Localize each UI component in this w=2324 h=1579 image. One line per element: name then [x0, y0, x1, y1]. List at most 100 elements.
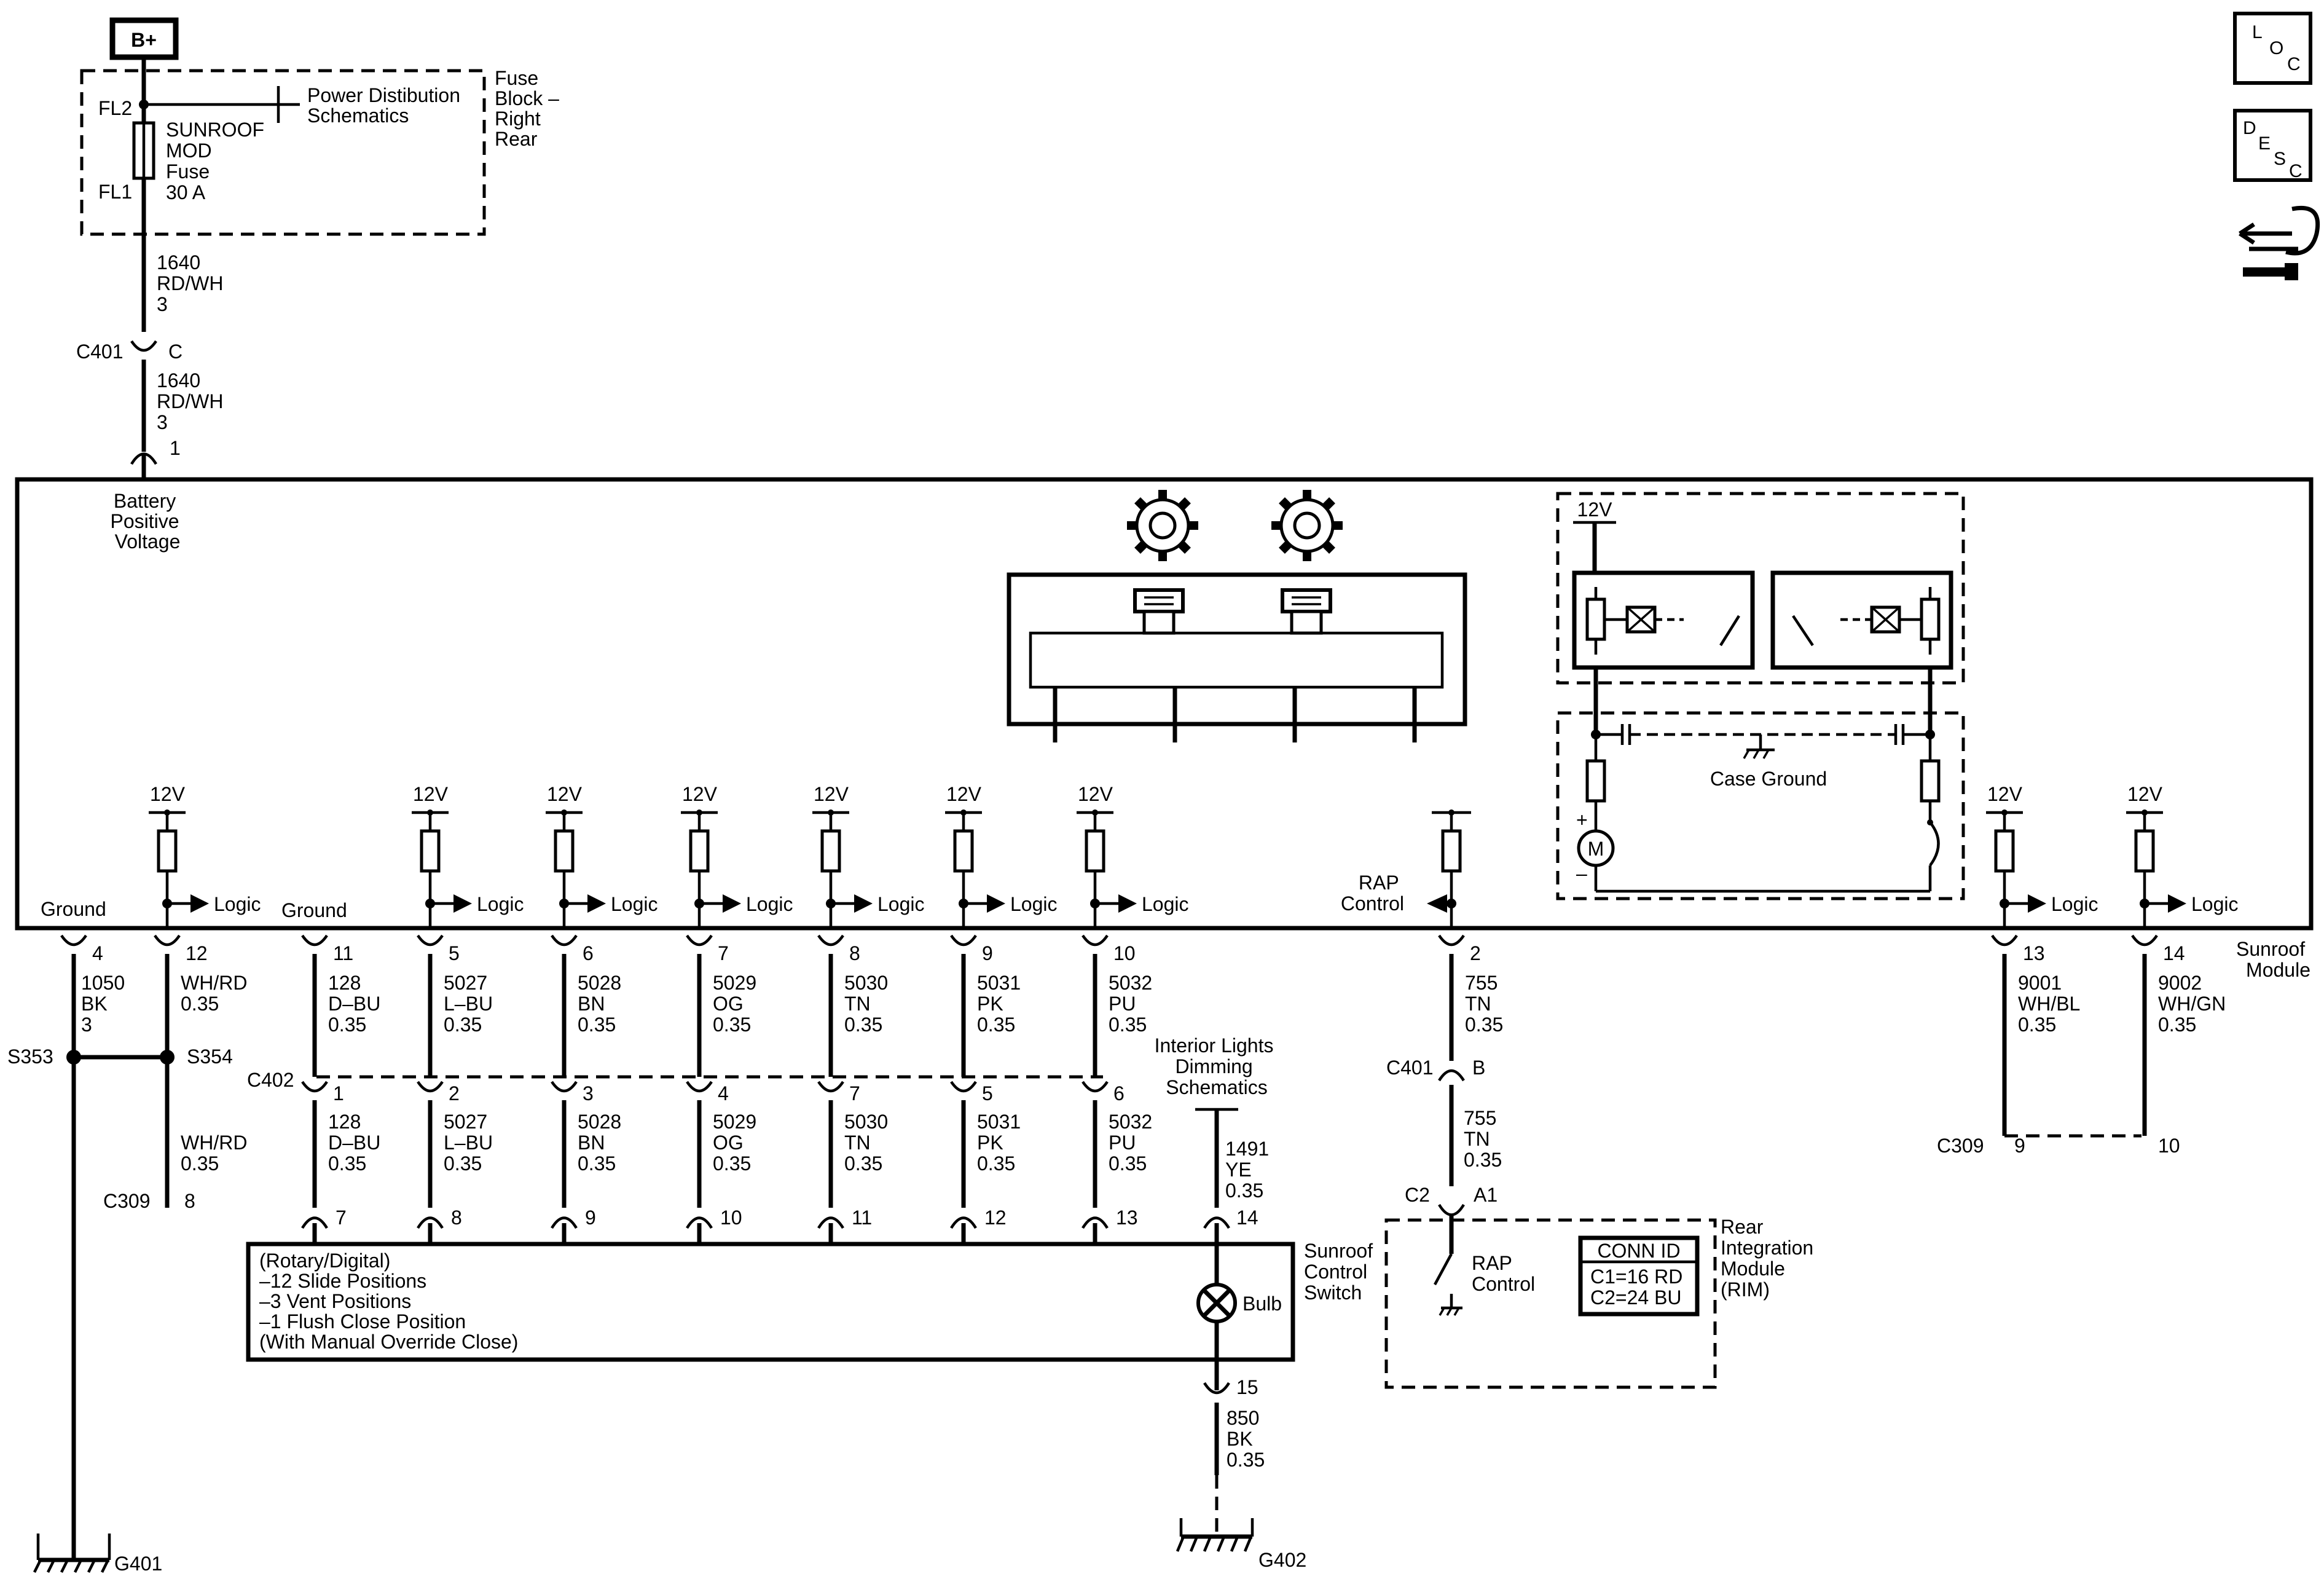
c309-pin-8: 8: [184, 1190, 195, 1212]
circuit-label: 0.35: [444, 1152, 482, 1175]
channel-12v-label: 12V: [1987, 783, 2023, 805]
circuit-label: BK: [81, 993, 108, 1015]
switch-pin-label: 10: [720, 1207, 742, 1229]
circuit-label: 5029: [713, 1111, 756, 1133]
c402-pin-label: 1: [333, 1082, 344, 1105]
bplus-label: B+: [131, 29, 157, 51]
circuit-label: 0.35: [1109, 1014, 1147, 1036]
circuit-label: 5028: [578, 972, 621, 994]
rim-a1-label: A1: [1474, 1184, 1498, 1206]
circuit-label: 5030: [844, 972, 888, 994]
switch-pin-label: 8: [451, 1207, 462, 1229]
circuit-label: PK: [977, 1132, 1003, 1154]
fl2-label: FL2: [98, 97, 132, 119]
c309-pin-9: 9: [2014, 1135, 2025, 1157]
circuit-label: 5028: [578, 1111, 621, 1133]
module-frame: [15, 477, 2314, 931]
channel-12v-label: 12V: [413, 783, 449, 805]
svg-text:D: D: [2243, 118, 2256, 138]
module-pin-label: 4: [92, 942, 103, 964]
circuit-label: 1050: [81, 972, 125, 994]
rim-name-label: Rear Integration Module (RIM): [1721, 1216, 1819, 1301]
connector-diagram-icon: [1007, 572, 1467, 742]
circuit-label: 5027: [444, 972, 487, 994]
channel-12v-label: 12V: [150, 783, 186, 805]
circuit-label: 5027: [444, 1111, 487, 1133]
circuit-label: PU: [1109, 1132, 1136, 1154]
circuit-label: 9002: [2158, 972, 2202, 994]
circuit-label: 0.35: [844, 1152, 882, 1175]
circuit-label: D–BU: [328, 1132, 380, 1154]
module-pin-label: 6: [583, 942, 594, 964]
rim-c2-label: C2: [1405, 1184, 1430, 1206]
wire-850: 850 BK 0.35: [1227, 1407, 1265, 1471]
circuit-label: 0.35: [713, 1014, 751, 1036]
channel-12v-label: 12V: [946, 783, 982, 805]
circuit-label: 128: [328, 1111, 361, 1133]
motor-plus: +: [1576, 809, 1588, 831]
circuit-label: OG: [713, 1132, 744, 1154]
motor-section: Case Ground M + –: [1556, 711, 1965, 900]
circuit-label: 5032: [1109, 1111, 1152, 1133]
logic-channel: 12V Logic: [945, 783, 1058, 928]
battery-positive-label: Battery Positive Voltage: [111, 490, 185, 553]
switch-name-label: Sunroof Control Switch: [1304, 1240, 1378, 1304]
circuit-label: L–BU: [444, 1132, 493, 1154]
power-section: B+ FL2 FL1 SUNROOF MOD Fuse 30 A Power D…: [76, 17, 559, 479]
gear-icon: [1127, 490, 1198, 561]
logic-label: Logic: [1010, 893, 1058, 915]
wire-755-lower: 755 TN 0.35: [1464, 1107, 1502, 1171]
logic-label: Logic: [2191, 893, 2239, 915]
circuit-label: 0.35: [844, 1014, 882, 1036]
circuit-label: WH/GN: [2158, 993, 2226, 1015]
switch-desc: (Rotary/Digital) –12 Slide Positions –3 …: [259, 1250, 518, 1353]
circuit-label: BN: [578, 993, 605, 1015]
c309-pin-10: 10: [2158, 1135, 2180, 1157]
power-dist-link[interactable]: Power Distibution Schematics: [307, 84, 466, 127]
ground-icon: [1439, 1306, 1462, 1316]
bulb-label: Bulb: [1242, 1293, 1282, 1315]
svg-text:O: O: [2269, 38, 2283, 58]
fuse-label: SUNROOF MOD Fuse 30 A: [166, 119, 270, 203]
desc-icon[interactable]: D E S C: [2233, 109, 2312, 182]
rim-c401-label: C401: [1386, 1057, 1434, 1079]
c401-pin-c: C: [168, 341, 183, 363]
module-pin-label: 14: [2163, 942, 2185, 964]
module-pin-label: 9: [982, 942, 993, 964]
switch-pin-label: 12: [984, 1207, 1007, 1229]
ground-icon: [33, 1534, 111, 1573]
motor-minus: –: [1576, 862, 1587, 884]
module-pin-label: 5: [449, 942, 460, 964]
loc-icon[interactable]: L O C: [2233, 12, 2312, 85]
module-pin-label: 2: [1470, 942, 1481, 964]
circuit-label: 0.35: [977, 1152, 1015, 1175]
pin-wires: 41050BK312WH/RD0.3511128D–BU0.351128D–BU…: [60, 934, 2226, 1244]
circuit-label: 0.35: [713, 1152, 751, 1175]
circuit-label: 0.35: [2018, 1014, 2056, 1036]
logic-label: Logic: [2051, 893, 2098, 915]
c402-pin-label: 7: [849, 1082, 860, 1105]
conn-id-header: CONN ID: [1597, 1240, 1680, 1262]
circuit-label: WH/RD: [181, 972, 247, 994]
module-pin-label: 7: [718, 942, 729, 964]
motor-icon: M: [1577, 829, 1615, 867]
wire-wh-rd-lower: WH/RD 0.35: [181, 1132, 253, 1175]
channel-12v-label: 12V: [1078, 783, 1113, 805]
c402-pin-label: 5: [982, 1082, 993, 1105]
channel-12v-label: 12V: [547, 783, 583, 805]
service-connector-icon[interactable]: [2239, 205, 2320, 280]
dimming-link[interactable]: Interior Lights Dimming Schematics: [1155, 1034, 1279, 1098]
pin-1-label: 1: [170, 437, 181, 459]
s353-label: S353: [7, 1045, 53, 1068]
